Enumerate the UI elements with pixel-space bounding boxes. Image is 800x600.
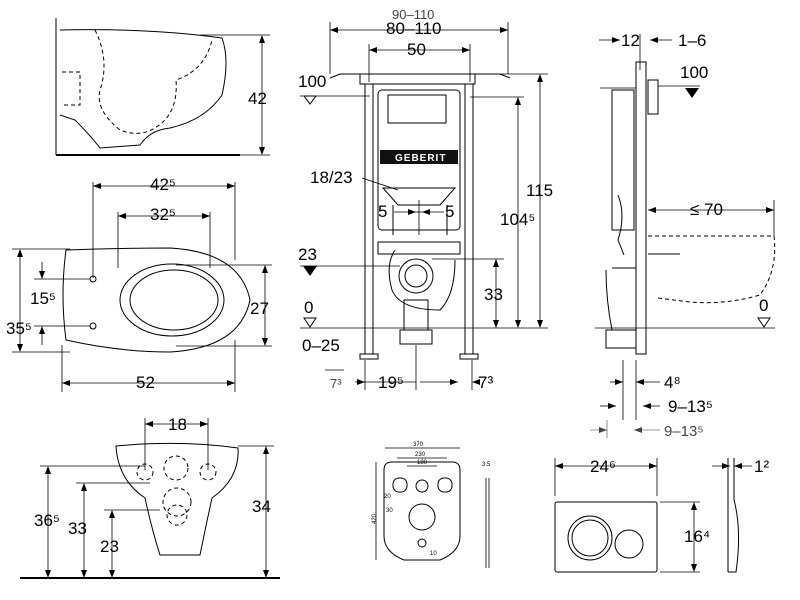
wc-side-view: 42	[55, 18, 270, 156]
frame-front-width-inner: 50	[407, 40, 426, 59]
wc-rear-height-low: 23	[100, 537, 119, 556]
mat-height: 420	[372, 513, 378, 524]
flush-plate: 24⁶ 16⁴ 1²	[554, 457, 769, 573]
wc-rear-height-mid: 33	[68, 519, 87, 538]
frame-front-offset-left: 5	[378, 202, 387, 221]
wc-rear-view: 18 36⁵ 33 23 34	[20, 415, 280, 579]
wc-top-inner-label: 32⁵	[150, 205, 176, 224]
frame-front-view: 90–110 80–110 50 GEBERIT	[298, 7, 553, 392]
frame-front-width-top-cut: 90–110	[392, 7, 434, 22]
wc-top-view: 42⁵ 32⁵ 35⁵ 15⁵ 27 52	[6, 175, 272, 392]
mat-width-b: 180	[417, 460, 428, 466]
mat-hole-a: 20	[384, 494, 391, 500]
flush-plate-width: 24⁶	[590, 457, 616, 476]
frame-front-width-range: 80–110	[386, 19, 441, 38]
wc-rear-height-total: 36⁵	[34, 511, 60, 530]
frame-front-floor-range: 0–25	[302, 336, 340, 355]
wc-side-height-label: 42	[248, 89, 267, 108]
mat-hole-b: 30	[386, 508, 393, 514]
wc-top-depth-fix: 15⁵	[30, 289, 56, 308]
frame-front-level-floor: 0	[304, 298, 313, 317]
wc-top-depth-right: 27	[250, 299, 269, 318]
frame-side-level-top: 100	[680, 63, 708, 82]
frame-front-height-drain: 33	[484, 285, 503, 304]
frame-side-depth-a: 4⁸	[664, 373, 681, 392]
frame-front-height-total: 115	[526, 181, 553, 200]
brand-plate	[380, 150, 458, 164]
flush-plate-depth: 1²	[754, 457, 769, 476]
mat-thickness: 3.5	[482, 462, 491, 468]
frame-side-depth-b: 9–13⁵	[668, 397, 713, 416]
frame-front-height-inner: 104⁵	[500, 210, 535, 229]
frame-side-view: 12 1–6 100 ≤ 70 0	[590, 31, 776, 440]
frame-side-depth-top-right: 1–6	[678, 31, 706, 50]
wc-top-length: 52	[136, 373, 155, 392]
frame-front-bottom-right: 7³	[478, 373, 493, 392]
frame-front-bottom-mid: 19⁵	[378, 373, 404, 392]
frame-side-depth-top: 12	[621, 31, 640, 50]
frame-side-projection: ≤ 70	[690, 200, 723, 219]
mat-width-total: 370	[413, 442, 424, 448]
frame-front-level-top: 100	[298, 72, 326, 91]
mat-hole-c: 10	[430, 551, 437, 557]
wc-top-depth-left: 35⁵	[6, 319, 32, 338]
frame-front-level-connection: 23	[298, 245, 317, 264]
frame-front-offset-right: 5	[445, 202, 454, 221]
frame-front-bottom-left: 7³	[330, 376, 342, 391]
soundproof-mat: 370 230 180 420 20 30 10 3.5	[372, 442, 491, 568]
wc-top-width-label: 42⁵	[150, 175, 176, 194]
flush-plate-height: 16⁴	[684, 527, 710, 546]
wc-rear-bolt-spacing: 18	[168, 415, 187, 434]
brand-name: GEBERIT	[395, 153, 446, 164]
frame-side-level-floor: 0	[759, 296, 768, 315]
frame-front-flush-opening: 18/23	[310, 168, 353, 187]
wc-rear-height-right: 34	[252, 497, 271, 516]
mat-width-a: 230	[415, 452, 426, 458]
frame-side-depth-c: 9–13⁵	[664, 423, 704, 440]
